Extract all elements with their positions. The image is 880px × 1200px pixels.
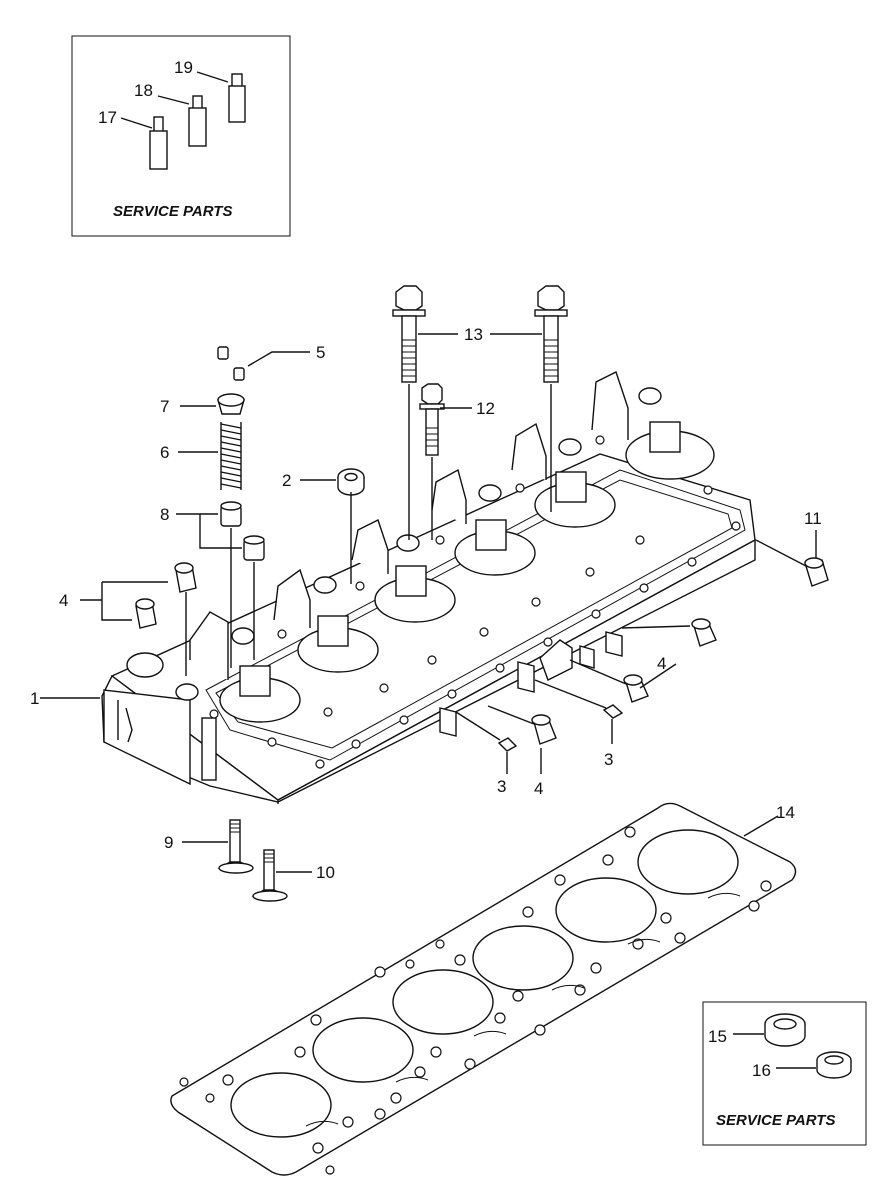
service-part-18 (188, 95, 207, 147)
service-parts-caption-top: SERVICE PARTS (113, 203, 232, 220)
service-parts-box-top: 19 18 17 SERVICE PARTS (71, 35, 291, 237)
gasket-bores (230, 829, 739, 1138)
service-part-19 (228, 73, 246, 123)
service-part-15 (764, 1013, 806, 1047)
callout-9: 9 (164, 833, 173, 852)
callout-17: 17 (98, 108, 117, 127)
gasket-holes (179, 826, 772, 1175)
callout-8: 8 (160, 505, 169, 524)
part-3-dowel-pins (455, 679, 624, 774)
part-11-plug (755, 530, 829, 587)
callout-1: 1 (30, 689, 39, 708)
service-parts-box-bottom: 15 16 SERVICE PARTS (702, 1001, 867, 1146)
gasket-slots (305, 892, 741, 1127)
callout-7: 7 (160, 397, 169, 416)
callout-3b: 3 (604, 750, 613, 769)
callout-11: 11 (804, 509, 822, 528)
callout-14: 14 (776, 803, 795, 822)
cylinder-head-bosses (189, 371, 629, 680)
cylinder-head (101, 371, 756, 804)
callout-3a: 3 (497, 777, 506, 796)
service-parts-caption-bottom: SERVICE PARTS (716, 1112, 835, 1129)
callout-19: 19 (174, 58, 193, 77)
cylinder-head-bolt-holes (209, 435, 741, 769)
part-10-valve (251, 849, 312, 902)
callout-4c: 4 (534, 779, 543, 798)
valve-train-stack (176, 346, 310, 668)
part-8-seals (176, 501, 265, 668)
callout-12: 12 (476, 399, 495, 418)
cylinder-head-studs (126, 387, 662, 701)
callout-4a: 4 (59, 591, 68, 610)
part-9-valve (182, 819, 254, 874)
part-14-head-gasket (170, 802, 797, 1176)
part-2-seal (300, 468, 365, 584)
part-5-cotters (217, 346, 310, 381)
callout-2: 2 (282, 471, 291, 490)
callout-4b: 4 (657, 654, 666, 673)
callout-15: 15 (708, 1027, 727, 1046)
service-part-17 (149, 116, 168, 170)
part-13-head-bolts (392, 285, 568, 540)
part-12-bolt (419, 383, 472, 540)
callout-18: 18 (134, 81, 153, 100)
callout-6: 6 (160, 443, 169, 462)
cylinder-head-cups (219, 421, 715, 723)
part-4-plugs (80, 562, 717, 774)
callout-16: 16 (752, 1061, 771, 1080)
part-6-spring (178, 420, 242, 490)
part-7-retainer (180, 393, 245, 415)
callout-10: 10 (316, 863, 335, 882)
callout-13: 13 (464, 325, 483, 344)
service-part-16 (816, 1051, 852, 1079)
callout-5: 5 (316, 343, 325, 362)
